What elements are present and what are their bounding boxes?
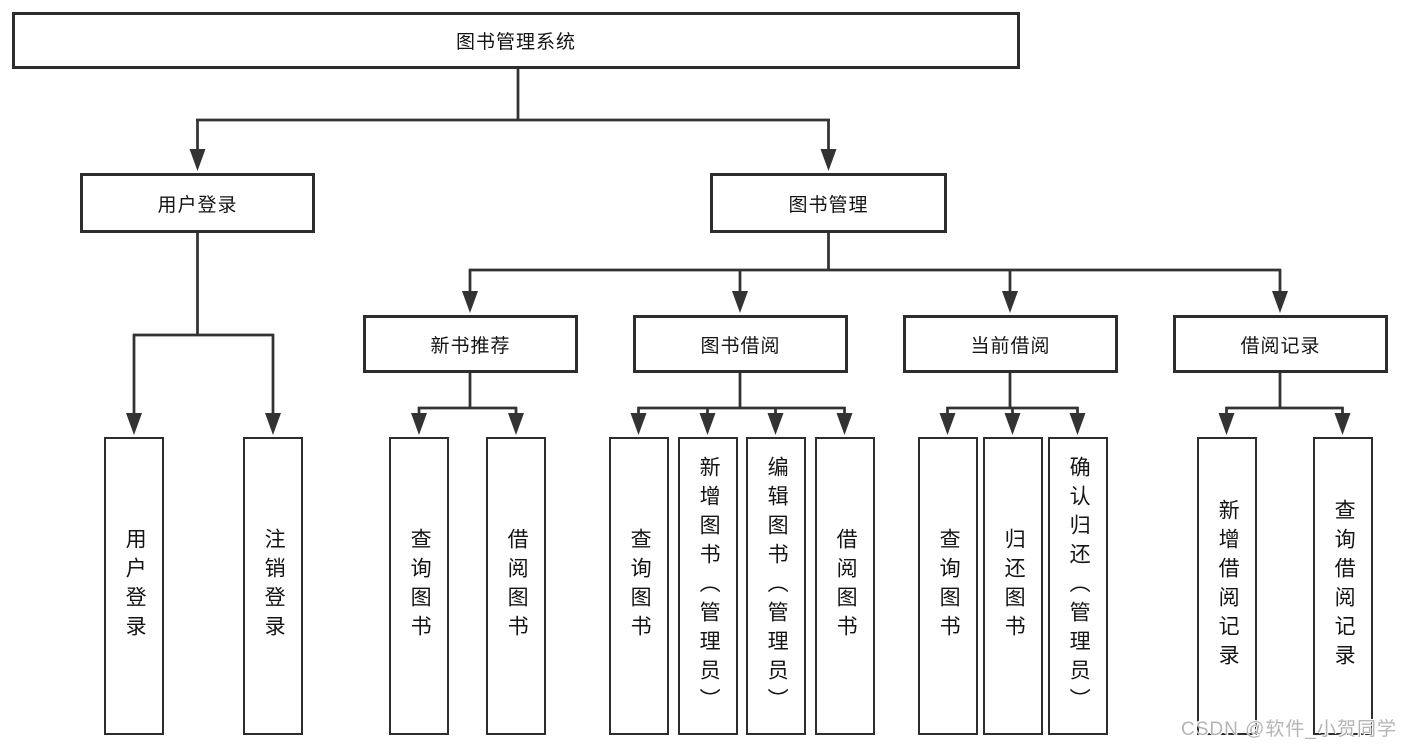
leaf-label: 借阅图书 <box>834 528 858 644</box>
leaf-logout: 注销登录 <box>243 437 303 735</box>
leaf-label: 查询图书 <box>937 528 961 644</box>
node-library-management-system: 图书管理系统 <box>12 12 1020 69</box>
leaf-confirm-return-admin: 确认归还（管理员） <box>1048 437 1108 735</box>
leaf-label: 用户登录 <box>123 528 147 644</box>
node-label: 图书管理系统 <box>455 32 576 53</box>
leaf-borrow-books: 借阅图书 <box>815 437 875 735</box>
node-label: 新书推荐 <box>430 335 511 357</box>
leaf-label: 查询借阅记录 <box>1332 499 1356 673</box>
node-label: 图书借阅 <box>700 335 781 357</box>
leaf-label: 查询图书 <box>628 528 652 644</box>
leaf-label: 借阅图书 <box>505 528 529 644</box>
node-book-management: 图书管理 <box>710 173 947 233</box>
node-new-book-recommendation: 新书推荐 <box>363 315 578 373</box>
node-current-borrowing: 当前借阅 <box>903 315 1118 373</box>
leaf-label: 注销登录 <box>262 528 286 644</box>
node-label: 借阅记录 <box>1240 335 1321 357</box>
csdn-watermark: CSDN @软件_小贺同学 <box>1181 719 1397 740</box>
leaf-edit-books-admin: 编辑图书（管理员） <box>746 437 806 735</box>
node-book-borrowing: 图书借阅 <box>633 315 848 373</box>
leaf-label: 确认归还（管理员） <box>1067 455 1091 717</box>
leaf-user-login: 用户登录 <box>104 437 164 735</box>
leaf-label: 编辑图书（管理员） <box>765 455 789 717</box>
node-label: 图书管理 <box>788 194 869 216</box>
leaf-return-books: 归还图书 <box>983 437 1043 735</box>
node-label: 当前借阅 <box>970 335 1051 357</box>
node-borrowing-records: 借阅记录 <box>1173 315 1388 373</box>
leaf-query-books: 查询图书 <box>918 437 978 735</box>
leaf-query-books: 查询图书 <box>609 437 669 735</box>
leaf-label: 归还图书 <box>1002 528 1026 644</box>
leaf-label: 新增图书（管理员） <box>697 455 721 717</box>
leaf-query-borrow-record: 查询借阅记录 <box>1313 437 1373 735</box>
leaf-query-books: 查询图书 <box>389 437 449 735</box>
node-label: 用户登录 <box>157 194 238 216</box>
leaf-add-books-admin: 新增图书（管理员） <box>678 437 738 735</box>
node-user-login: 用户登录 <box>80 173 315 233</box>
leaf-add-borrow-record: 新增借阅记录 <box>1197 437 1257 735</box>
leaf-label: 查询图书 <box>408 528 432 644</box>
leaf-label: 新增借阅记录 <box>1216 499 1240 673</box>
leaf-borrow-books: 借阅图书 <box>486 437 546 735</box>
